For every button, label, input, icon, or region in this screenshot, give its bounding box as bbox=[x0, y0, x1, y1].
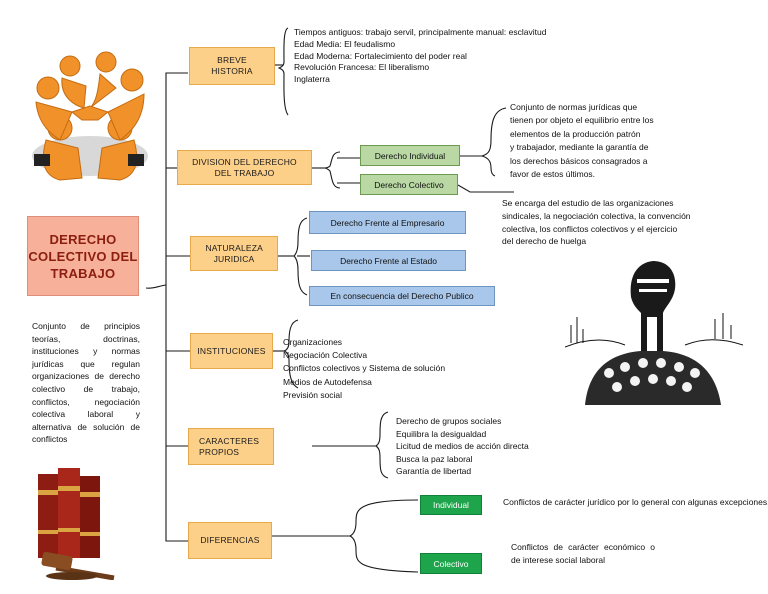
main-title-box: DERECHO COLECTIVO DEL TRABAJO bbox=[27, 216, 139, 296]
historia-list: Tiempos antiguos: trabajo servil, princi… bbox=[294, 27, 547, 86]
caracter-item: Equilibra la desigualdad bbox=[396, 428, 487, 439]
naturaleza-item-publico: En consecuencia del Derecho Publico bbox=[309, 286, 495, 306]
caracteres-list: Derecho de grupos sociales Equilibra la … bbox=[396, 415, 529, 478]
derecho-colectivo-label: Derecho Colectivo bbox=[374, 179, 444, 190]
diferencia-colectivo-desc-box: Conflictos de carácter económico o de in… bbox=[511, 541, 655, 566]
desc-line: colectiva, los conflictos colectivos y e… bbox=[502, 223, 678, 234]
derecho-individual-desc: Conjunto de normas jurídicas que tienen … bbox=[510, 101, 654, 181]
desc-line: Conjunto de normas jurídicas que bbox=[510, 102, 638, 112]
naturaleza-item: Derecho Frente al Empresario bbox=[330, 217, 445, 228]
desc-line: elementos de la producción patrón bbox=[510, 128, 641, 139]
branch-label: CARACTERES PROPIOS bbox=[199, 435, 260, 457]
diferencia-individual-desc: Conflictos de carácter jurídico por lo g… bbox=[503, 497, 768, 507]
historia-item: Tiempos antiguos: trabajo servil, princi… bbox=[294, 27, 547, 37]
branch-label: DIFERENCIAS bbox=[200, 535, 260, 545]
derecho-colectivo-desc: Se encarga del estudio de las organizaci… bbox=[502, 197, 691, 248]
naturaleza-item-estado: Derecho Frente al Estado bbox=[311, 250, 466, 271]
definition-text: Conjunto de principios teorías, doctrina… bbox=[32, 320, 140, 446]
branch-naturaleza: NATURALEZA JURIDICA bbox=[190, 236, 278, 271]
branch-label: NATURALEZA JURIDICA bbox=[205, 242, 264, 264]
teamwork-people-icon bbox=[32, 51, 148, 181]
desc-line: los derechos básicos consagrados a bbox=[510, 155, 648, 166]
institucion-item: Conflictos colectivos y Sistema de soluc… bbox=[283, 363, 446, 374]
law-books-gavel-icon bbox=[38, 468, 115, 580]
diferencia-colectivo-box: Colectivo bbox=[420, 553, 482, 574]
desc-line: sindicales, la negociación colectiva, la… bbox=[502, 210, 691, 221]
branch-division: DIVISION DEL DERECHO DEL TRABAJO bbox=[177, 150, 312, 185]
institucion-item: Medios de Autodefensa bbox=[283, 376, 372, 387]
diferencia-individual-box: Individual bbox=[420, 495, 482, 515]
desc-line: Se encarga del estudio de las organizaci… bbox=[502, 198, 674, 208]
desc-line: tienen por objeto el equilibrio entre lo… bbox=[510, 115, 654, 126]
caracter-item: Licitud de medios de acción directa bbox=[396, 441, 529, 452]
instituciones-list: Organizaciones Negociación Colectiva Con… bbox=[283, 336, 445, 402]
branch-instituciones: INSTITUCIONES bbox=[190, 333, 273, 369]
desc-line: del derecho de huelga bbox=[502, 236, 587, 247]
raised-fist-crowd-icon bbox=[565, 255, 743, 405]
branch-caracteres: CARACTERES PROPIOS bbox=[188, 428, 274, 465]
desc-line: favor de estos últimos. bbox=[510, 169, 596, 180]
caracter-item: Busca la paz laboral bbox=[396, 453, 473, 464]
naturaleza-item: En consecuencia del Derecho Publico bbox=[330, 291, 474, 301]
diferencia-colectivo-label: Colectivo bbox=[433, 558, 469, 569]
main-title: DERECHO COLECTIVO DEL TRABAJO bbox=[28, 231, 138, 281]
naturaleza-item-empresario: Derecho Frente al Empresario bbox=[309, 211, 466, 234]
historia-item: Inglaterra bbox=[294, 74, 330, 85]
naturaleza-item: Derecho Frente al Estado bbox=[340, 255, 437, 266]
branch-label: DIVISION DEL DERECHO DEL TRABAJO bbox=[192, 156, 297, 178]
definition: Conjunto de principios teorías, doctrina… bbox=[32, 321, 140, 445]
branch-diferencias: DIFERENCIAS bbox=[188, 522, 272, 559]
institucion-item: Organizaciones bbox=[283, 337, 343, 347]
branch-breve-historia: BREVE HISTORIA bbox=[189, 47, 275, 85]
historia-item: Edad Moderna: Fortalecimiento del poder … bbox=[294, 50, 467, 61]
branch-label: INSTITUCIONES bbox=[197, 345, 266, 356]
caracter-item: Derecho de grupos sociales bbox=[396, 416, 502, 426]
branch-label: BREVE HISTORIA bbox=[211, 55, 253, 76]
institucion-item: Negociación Colectiva bbox=[283, 350, 368, 361]
historia-item: Edad Media: El feudalismo bbox=[294, 38, 396, 49]
diferencia-individual-desc-box: Conflictos de carácter jurídico por lo g… bbox=[503, 496, 768, 509]
institucion-item: Previsión social bbox=[283, 389, 343, 400]
historia-item: Revolución Francesa: El liberalismo bbox=[294, 62, 430, 73]
desc-line: y trabajador, mediante la garantía de bbox=[510, 142, 649, 153]
derecho-individual-box: Derecho Individual bbox=[360, 145, 460, 166]
derecho-individual-label: Derecho Individual bbox=[374, 150, 446, 161]
derecho-colectivo-box: Derecho Colectivo bbox=[360, 174, 458, 195]
diferencia-individual-label: Individual bbox=[433, 500, 469, 510]
diferencia-colectivo-desc: Conflictos de carácter económico o de in… bbox=[511, 542, 655, 565]
caracter-item: Garantía de libertad bbox=[396, 466, 472, 477]
